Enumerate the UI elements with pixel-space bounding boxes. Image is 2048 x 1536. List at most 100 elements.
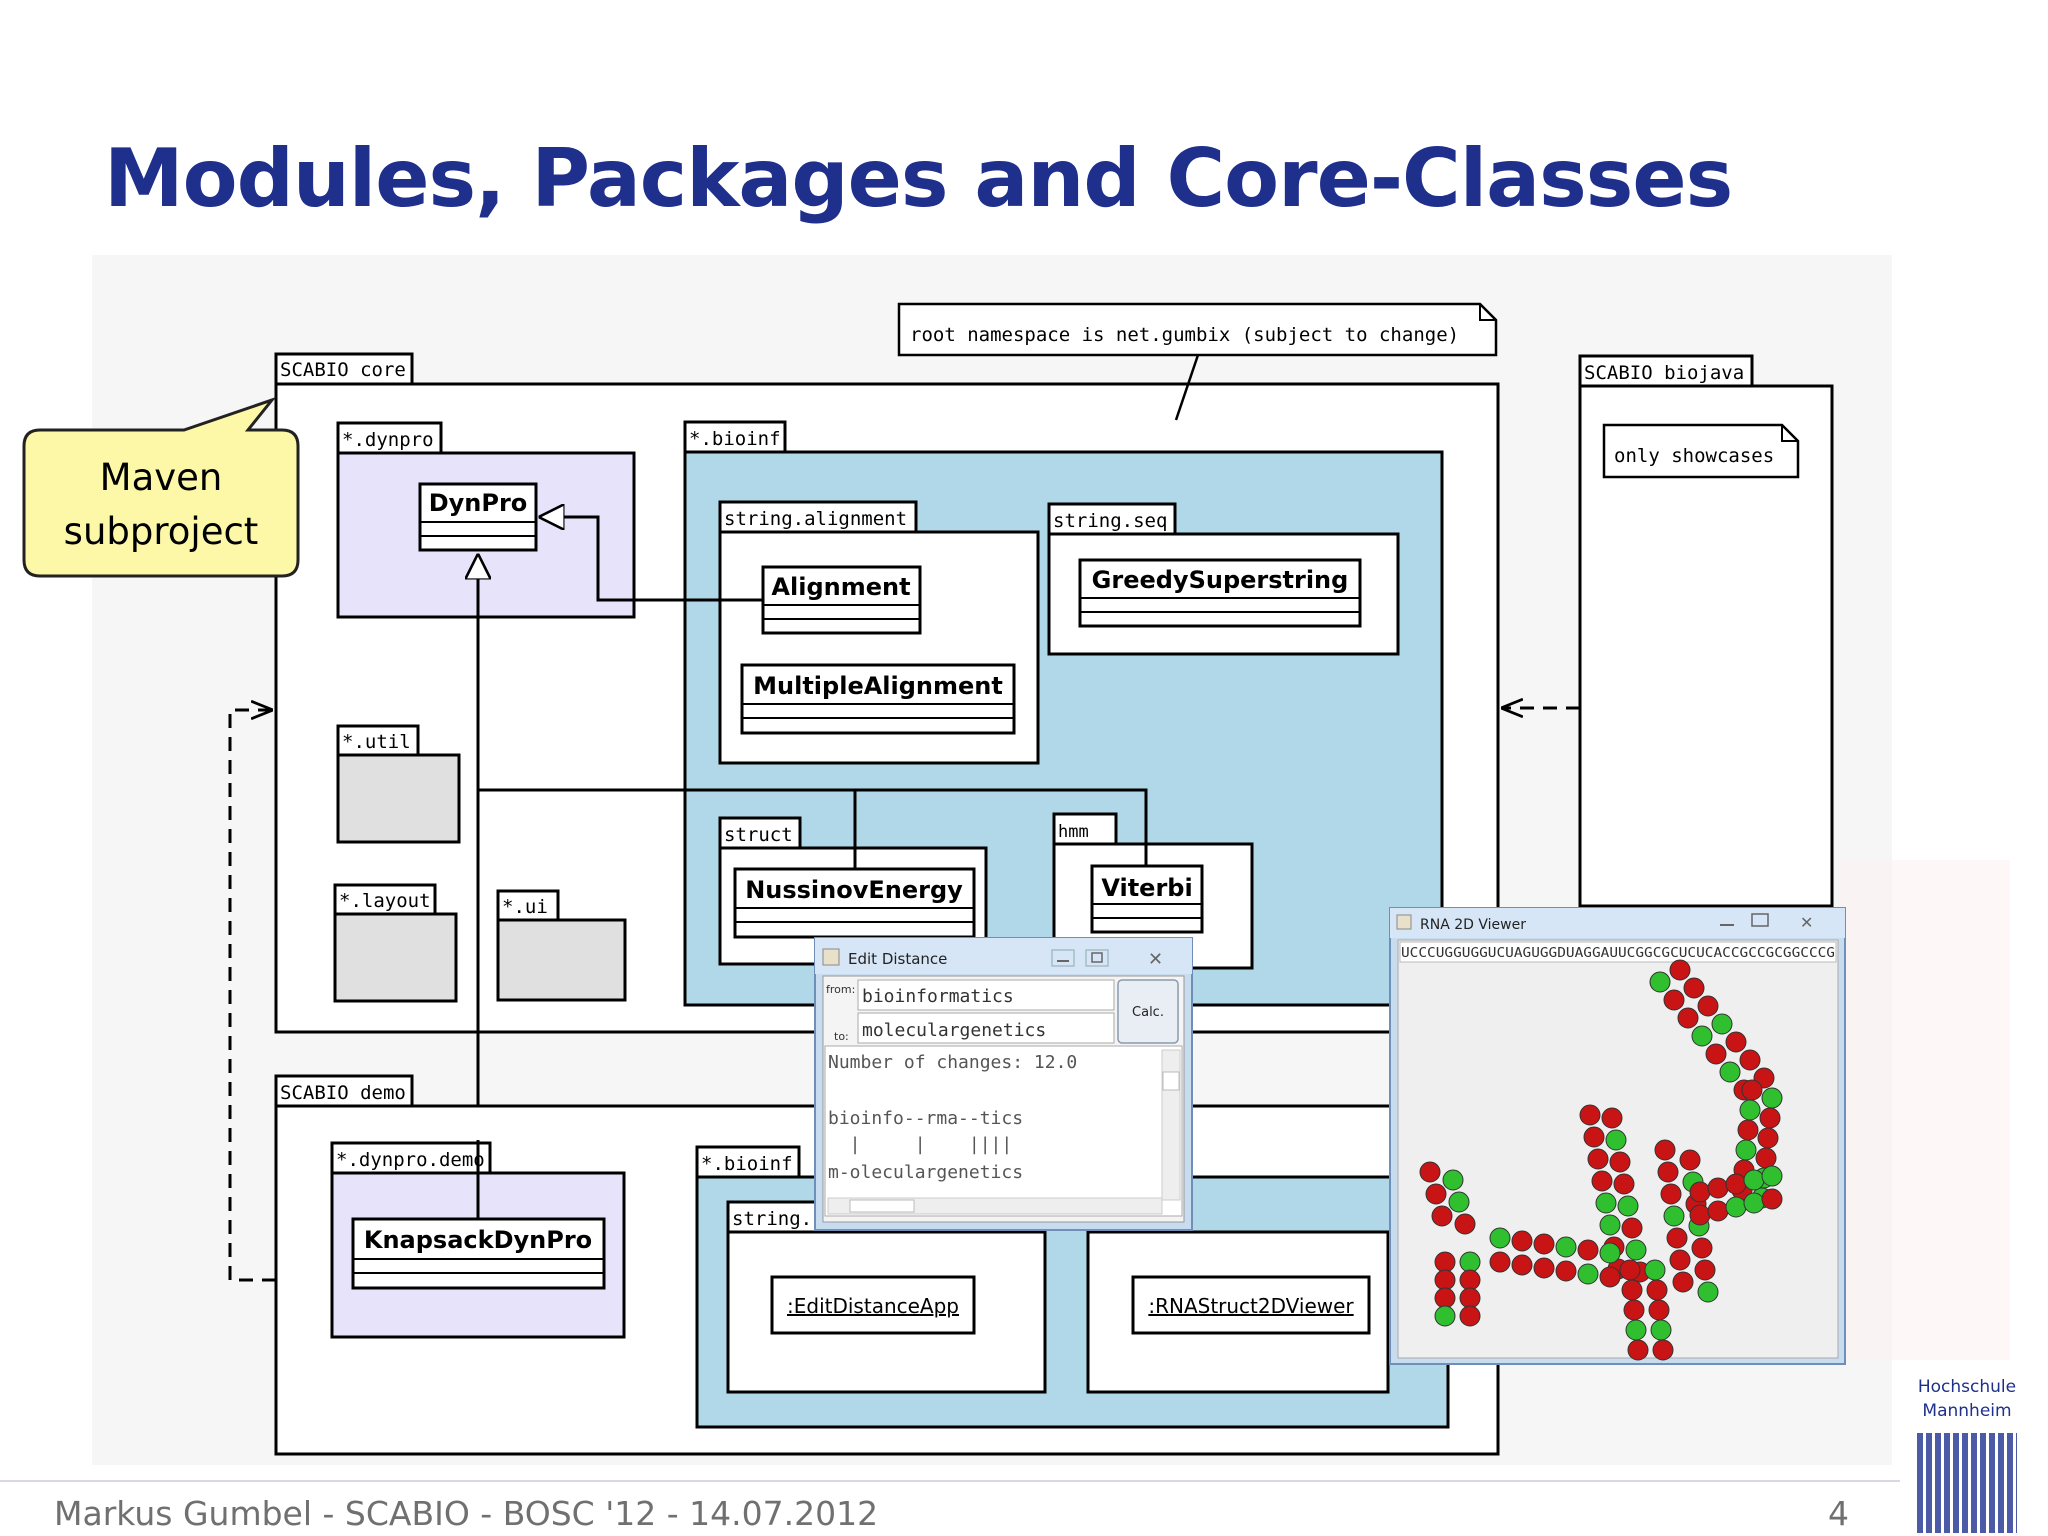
rna-base-mark [1691, 1237, 1713, 1259]
rna-base-mark [1459, 1305, 1481, 1327]
result-line1: Number of changes: 12.0 [828, 1052, 1077, 1073]
rna-base-mark [1625, 1319, 1647, 1341]
rna-structure-plot [1419, 959, 1783, 1361]
rna-close-icon[interactable]: ✕ [1800, 913, 1813, 932]
result-text-area[interactable] [824, 1045, 1183, 1217]
rna-base-mark [1707, 1200, 1729, 1222]
rna-base-mark [1683, 977, 1705, 999]
package-dynpro-label: *.dynpro [342, 429, 434, 451]
rna-base-mark [1725, 1031, 1747, 1053]
to-field[interactable] [857, 1012, 1115, 1044]
class-alignment: Alignment [761, 565, 922, 635]
rna-base-mark [1625, 1239, 1647, 1261]
edit-distance-title: Edit Distance [848, 950, 947, 968]
rna-base-mark [1694, 1259, 1716, 1281]
callout-line2: subproject [64, 510, 259, 553]
rna-base-mark [1739, 1099, 1761, 1121]
rna-base-mark [1419, 1161, 1441, 1183]
rna-base-mark [1689, 1181, 1711, 1203]
rna-base-mark [1459, 1251, 1481, 1273]
rna-viewer-window[interactable]: RNA 2D Viewer ✕ UCCCUGGUGGUCUAGUGGDUAGGA… [1389, 907, 1846, 1365]
rna-base-mark [1660, 1183, 1682, 1205]
rna-base-mark [1743, 1192, 1765, 1214]
rna-base-mark [1652, 1339, 1674, 1361]
rna-base-mark [1650, 1319, 1672, 1341]
rna-base-mark [1489, 1227, 1511, 1249]
class-multiple-alignment: MultipleAlignment [740, 663, 1016, 735]
package-ui: *.ui [496, 889, 627, 1002]
package-layout: *.layout [333, 883, 458, 1003]
from-field[interactable] [857, 979, 1115, 1011]
inheritance-alignment-dynpro [540, 517, 763, 602]
result-line3: | | |||| [828, 1134, 1012, 1155]
rna-base-mark [1739, 1049, 1761, 1071]
rna-base-mark [1583, 1126, 1605, 1148]
package-demo-string-label: string. [732, 1208, 812, 1230]
note-showcases-text: only showcases [1614, 445, 1774, 467]
hochschule-mannheim-logo: Hochschule Mannheim [1902, 1375, 2032, 1533]
rna-base-mark [1741, 1079, 1763, 1101]
logo-grid-mark [1917, 1433, 2017, 1533]
rna-base-mark [1434, 1251, 1456, 1273]
rna-base-mark [1511, 1230, 1533, 1252]
object-edit-distance-label: :EditDistanceApp [787, 1294, 959, 1318]
rna-base-mark [1587, 1148, 1609, 1170]
result-line2: bioinfo--rma--tics [828, 1108, 1023, 1129]
minimize-icon[interactable] [1051, 949, 1075, 967]
rna-base-mark [1579, 1104, 1601, 1126]
rna-base-mark [1434, 1287, 1456, 1309]
rna-base-mark [1555, 1260, 1577, 1282]
rna-base-mark [1679, 1149, 1701, 1171]
rna-base-mark [1533, 1257, 1555, 1279]
rna-base-mark [1533, 1233, 1555, 1255]
object-edit-distance-app: :EditDistanceApp [770, 1275, 976, 1335]
footer-divider [0, 1480, 1900, 1482]
note-root-namespace: root namespace is net.gumbix (subject to… [897, 302, 1498, 421]
calc-button-label: Calc. [1132, 1005, 1164, 1020]
dependency-demo-to-core [228, 710, 276, 1282]
rna-base-mark [1619, 1259, 1641, 1281]
close-icon[interactable]: ✕ [1148, 949, 1163, 970]
logo-line1: Hochschule [1917, 1377, 2017, 1397]
rna-sequence: UCCCUGGUGGUCUAGUGGDUAGGAUUCGGCGCUCUCACCG… [1401, 946, 1835, 961]
class-dynpro: DynPro [418, 482, 538, 552]
package-struct-label: struct [724, 824, 793, 846]
rna-base-mark [1459, 1269, 1481, 1291]
maven-callout: Maven subproject [22, 396, 300, 578]
rna-base-mark [1689, 1204, 1711, 1226]
rna-base-mark [1599, 1214, 1621, 1236]
rna-maximize-icon[interactable] [1751, 913, 1769, 927]
package-dynpro-demo-label: *.dynpro.demo [336, 1149, 485, 1171]
class-viterbi: Viterbi [1090, 864, 1204, 934]
package-demo-bioinf-label: *.bioinf [701, 1153, 793, 1175]
package-hmm-label: hmm [1058, 822, 1089, 842]
maximize-icon[interactable] [1085, 949, 1109, 967]
rna-base-mark [1737, 1119, 1759, 1141]
rna-base-mark [1646, 1279, 1668, 1301]
rna-base-mark [1657, 1161, 1679, 1183]
package-string-alignment-label: string.alignment [724, 508, 907, 530]
rna-base-mark [1595, 1192, 1617, 1214]
module-core-label: SCABIO core [280, 359, 406, 381]
result-line4: m-oleculargenetics [828, 1162, 1023, 1183]
sequence-field[interactable] [1399, 941, 1837, 963]
rna-base-mark [1725, 1173, 1747, 1195]
rna-base-mark [1555, 1236, 1577, 1258]
rna-base-mark [1761, 1188, 1783, 1210]
from-field-value: bioinformatics [862, 986, 1014, 1007]
package-layout-label: *.layout [339, 890, 431, 912]
class-knapsack-label: KnapsackDynPro [364, 1226, 592, 1254]
java-app-icon [822, 948, 840, 966]
rna-base-mark [1672, 1271, 1694, 1293]
rna-base-mark [1434, 1305, 1456, 1327]
rna-base-mark [1757, 1127, 1779, 1149]
rna-base-mark [1669, 959, 1691, 981]
rna-base-mark [1707, 1177, 1729, 1199]
edit-distance-window[interactable]: Edit Distance ✕ from: to: bioinformatics… [814, 937, 1193, 1231]
rna-base-mark [1601, 1107, 1623, 1129]
calc-button[interactable]: Calc. [1117, 979, 1179, 1044]
rna-base-mark [1705, 1043, 1727, 1065]
module-biojava-label: SCABIO biojava [1584, 362, 1744, 384]
rna-base-mark [1434, 1269, 1456, 1291]
package-bioinf-label: *.bioinf [689, 428, 781, 450]
